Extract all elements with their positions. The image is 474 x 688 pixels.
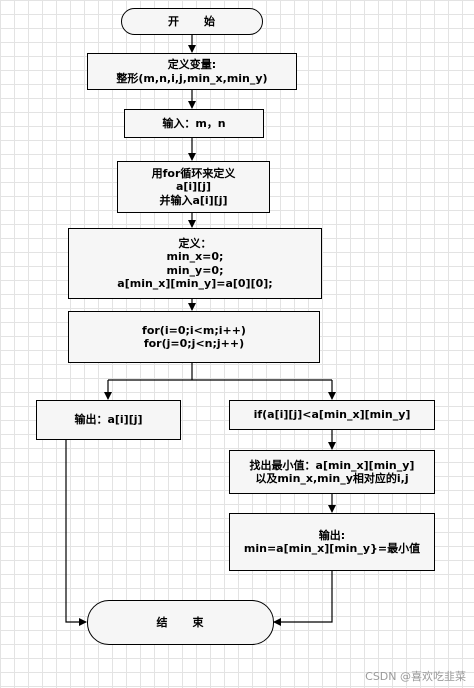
- input-mn-box: 输入：m，n: [124, 109, 264, 138]
- if-condition-box: if(a[i][j]<a[min_x][min_y]: [229, 400, 435, 430]
- define-min-line-3: min_y=0;: [166, 263, 224, 277]
- if-condition-label: if(a[i][j]<a[min_x][min_y]: [253, 408, 411, 422]
- define-min-line-4: a[min_x][min_y]=a[0][0];: [117, 276, 273, 290]
- define-min-line-2: min_x=0;: [166, 250, 224, 264]
- output-aij-label: 输出：a[i][j]: [74, 413, 143, 427]
- watermark-text: CSDN @喜欢吃韭菜: [365, 670, 466, 683]
- output-aij-lines: 输出：a[i][j]: [74, 413, 142, 426]
- arrow-outputaij-to-end: [65, 440, 87, 626]
- define-vars-box: 定义变量: 整形(m,n,i,j,min_x,min_y): [87, 53, 297, 90]
- for-loops-lines: for(i=0;i<m;i++) for(j=0;j<n;j++): [142, 324, 246, 350]
- for-loops-line-1: for(i=0;i<m;i++): [142, 323, 246, 337]
- define-min-lines: 定义： min_x=0; min_y=0; a[min_x][min_y]=a[…: [117, 237, 272, 290]
- output-min-lines: 输出: min=a[min_x][min_y}=最小值: [244, 529, 420, 555]
- for-loops-line-2: for(j=0;j<n;j++): [143, 337, 245, 350]
- output-min-box: 输出: min=a[min_x][min_y}=最小值: [229, 513, 435, 571]
- find-min-lines: 找出最小值：a[min_x][min_y] 以及min_x,min_y相对应的i…: [250, 459, 415, 485]
- start-terminal: 开 始: [121, 8, 263, 35]
- arrow-outputmin-to-end: [273, 570, 333, 626]
- define-vars-line-2: 整形(m,n,i,j,min_x,min_y): [116, 71, 268, 85]
- find-min-line-1: 找出最小值：a[min_x][min_y]: [249, 458, 415, 472]
- input-mn-lines: 输入：m，n: [162, 117, 225, 130]
- loop-input-line-2: a[i][j]: [175, 180, 212, 194]
- end-label: 结 束: [156, 615, 205, 629]
- start-label: 开 始: [168, 14, 216, 28]
- define-vars-lines: 定义变量: 整形(m,n,i,j,min_x,min_y): [116, 58, 267, 84]
- output-min-line-1: 输出:: [318, 528, 346, 542]
- loop-input-box: 用for循环来定义 a[i][j] 并输入a[i][j]: [117, 161, 270, 213]
- if-condition-lines: if(a[i][j]<a[min_x][min_y]: [254, 408, 411, 421]
- loop-input-line-3: 并输入a[i][j]: [159, 193, 228, 207]
- loop-input-line-1: 用for循环来定义: [151, 167, 236, 181]
- define-min-box: 定义： min_x=0; min_y=0; a[min_x][min_y]=a[…: [68, 228, 322, 299]
- find-min-box: 找出最小值：a[min_x][min_y] 以及min_x,min_y相对应的i…: [229, 450, 435, 494]
- end-terminal: 结 束: [87, 600, 274, 645]
- start-lines: 开 始: [168, 15, 216, 28]
- find-min-line-2: 以及min_x,min_y相对应的i,j: [255, 472, 409, 485]
- define-min-line-1: 定义：: [178, 237, 212, 251]
- output-min-line-2: min=a[min_x][min_y}=最小值: [243, 542, 421, 555]
- input-mn-label: 输入：m，n: [162, 116, 226, 130]
- loop-input-lines: 用for循环来定义 a[i][j] 并输入a[i][j]: [152, 167, 236, 207]
- output-aij-box: 输出：a[i][j]: [36, 400, 181, 440]
- define-vars-line-1: 定义变量:: [167, 58, 217, 72]
- for-loops-box: for(i=0;i<m;i++) for(j=0;j<n;j++): [68, 311, 320, 363]
- end-lines: 结 束: [157, 616, 205, 629]
